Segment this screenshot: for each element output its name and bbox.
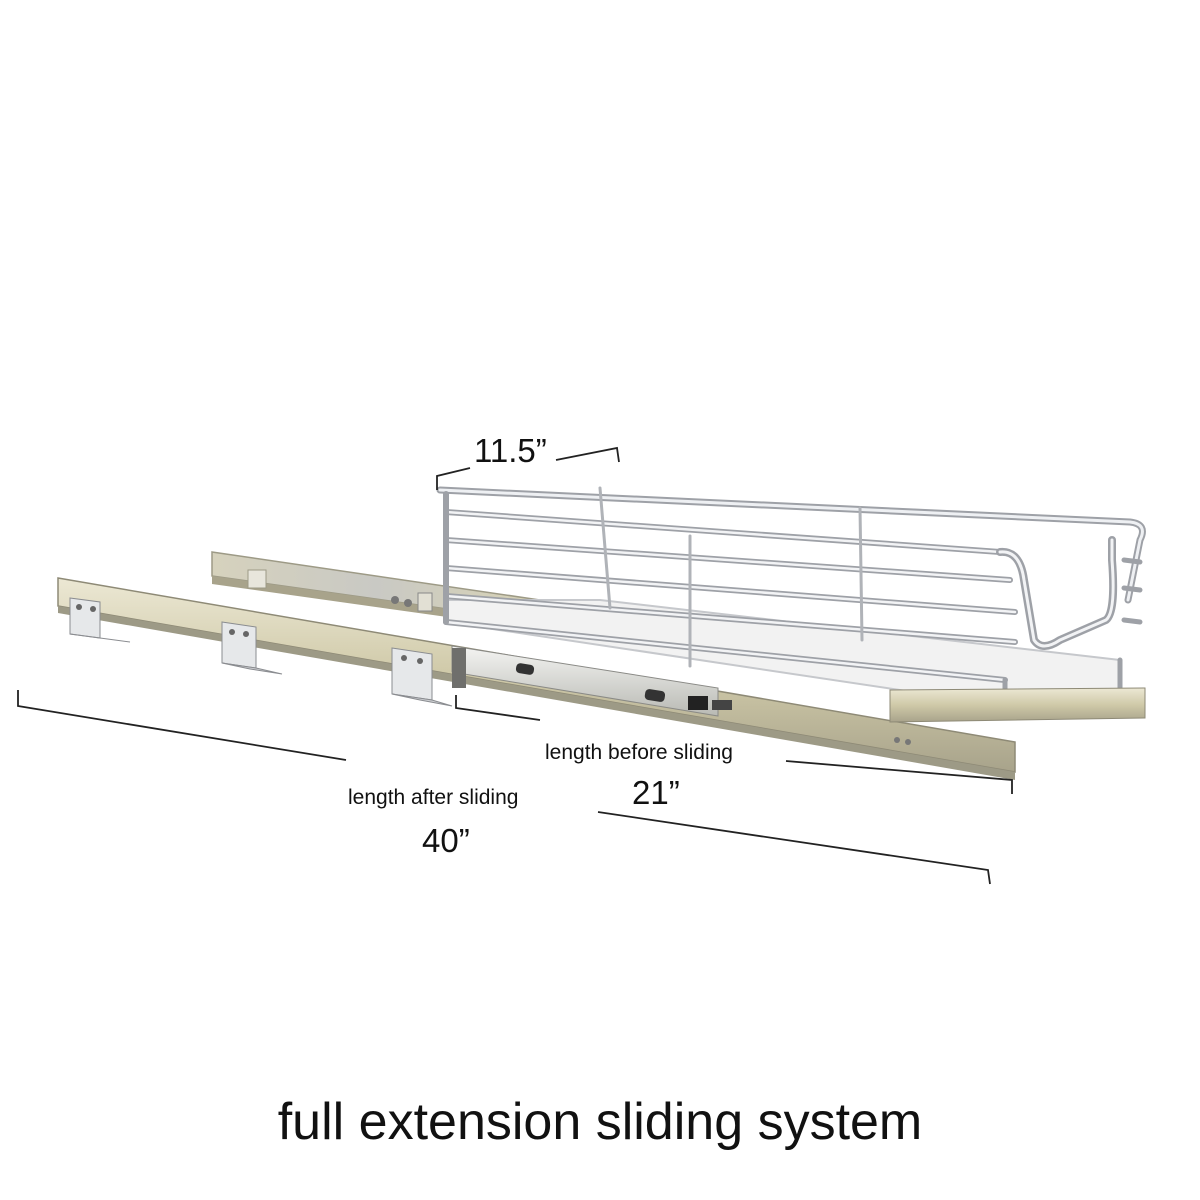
before-sliding-value: 21” xyxy=(632,774,680,811)
mounting-bracket xyxy=(391,647,453,707)
width-dimension-line xyxy=(436,446,620,490)
basket-rail xyxy=(889,687,1146,723)
after-sliding-value: 40” xyxy=(422,822,470,859)
before-sliding-dimension-line xyxy=(455,695,1013,794)
width-value: 11.5” xyxy=(474,432,547,469)
front-slide-rail xyxy=(57,577,1016,780)
mounting-bracket xyxy=(221,621,283,675)
before-sliding-label: length before sliding xyxy=(545,741,733,764)
mounting-bracket xyxy=(69,597,131,643)
after-sliding-label: length after sliding xyxy=(348,786,519,809)
dimension-lines xyxy=(17,446,1013,885)
wire-basket xyxy=(436,486,1146,715)
after-sliding-dimension-line xyxy=(17,690,991,885)
caption: full extension sliding system xyxy=(277,1093,923,1151)
